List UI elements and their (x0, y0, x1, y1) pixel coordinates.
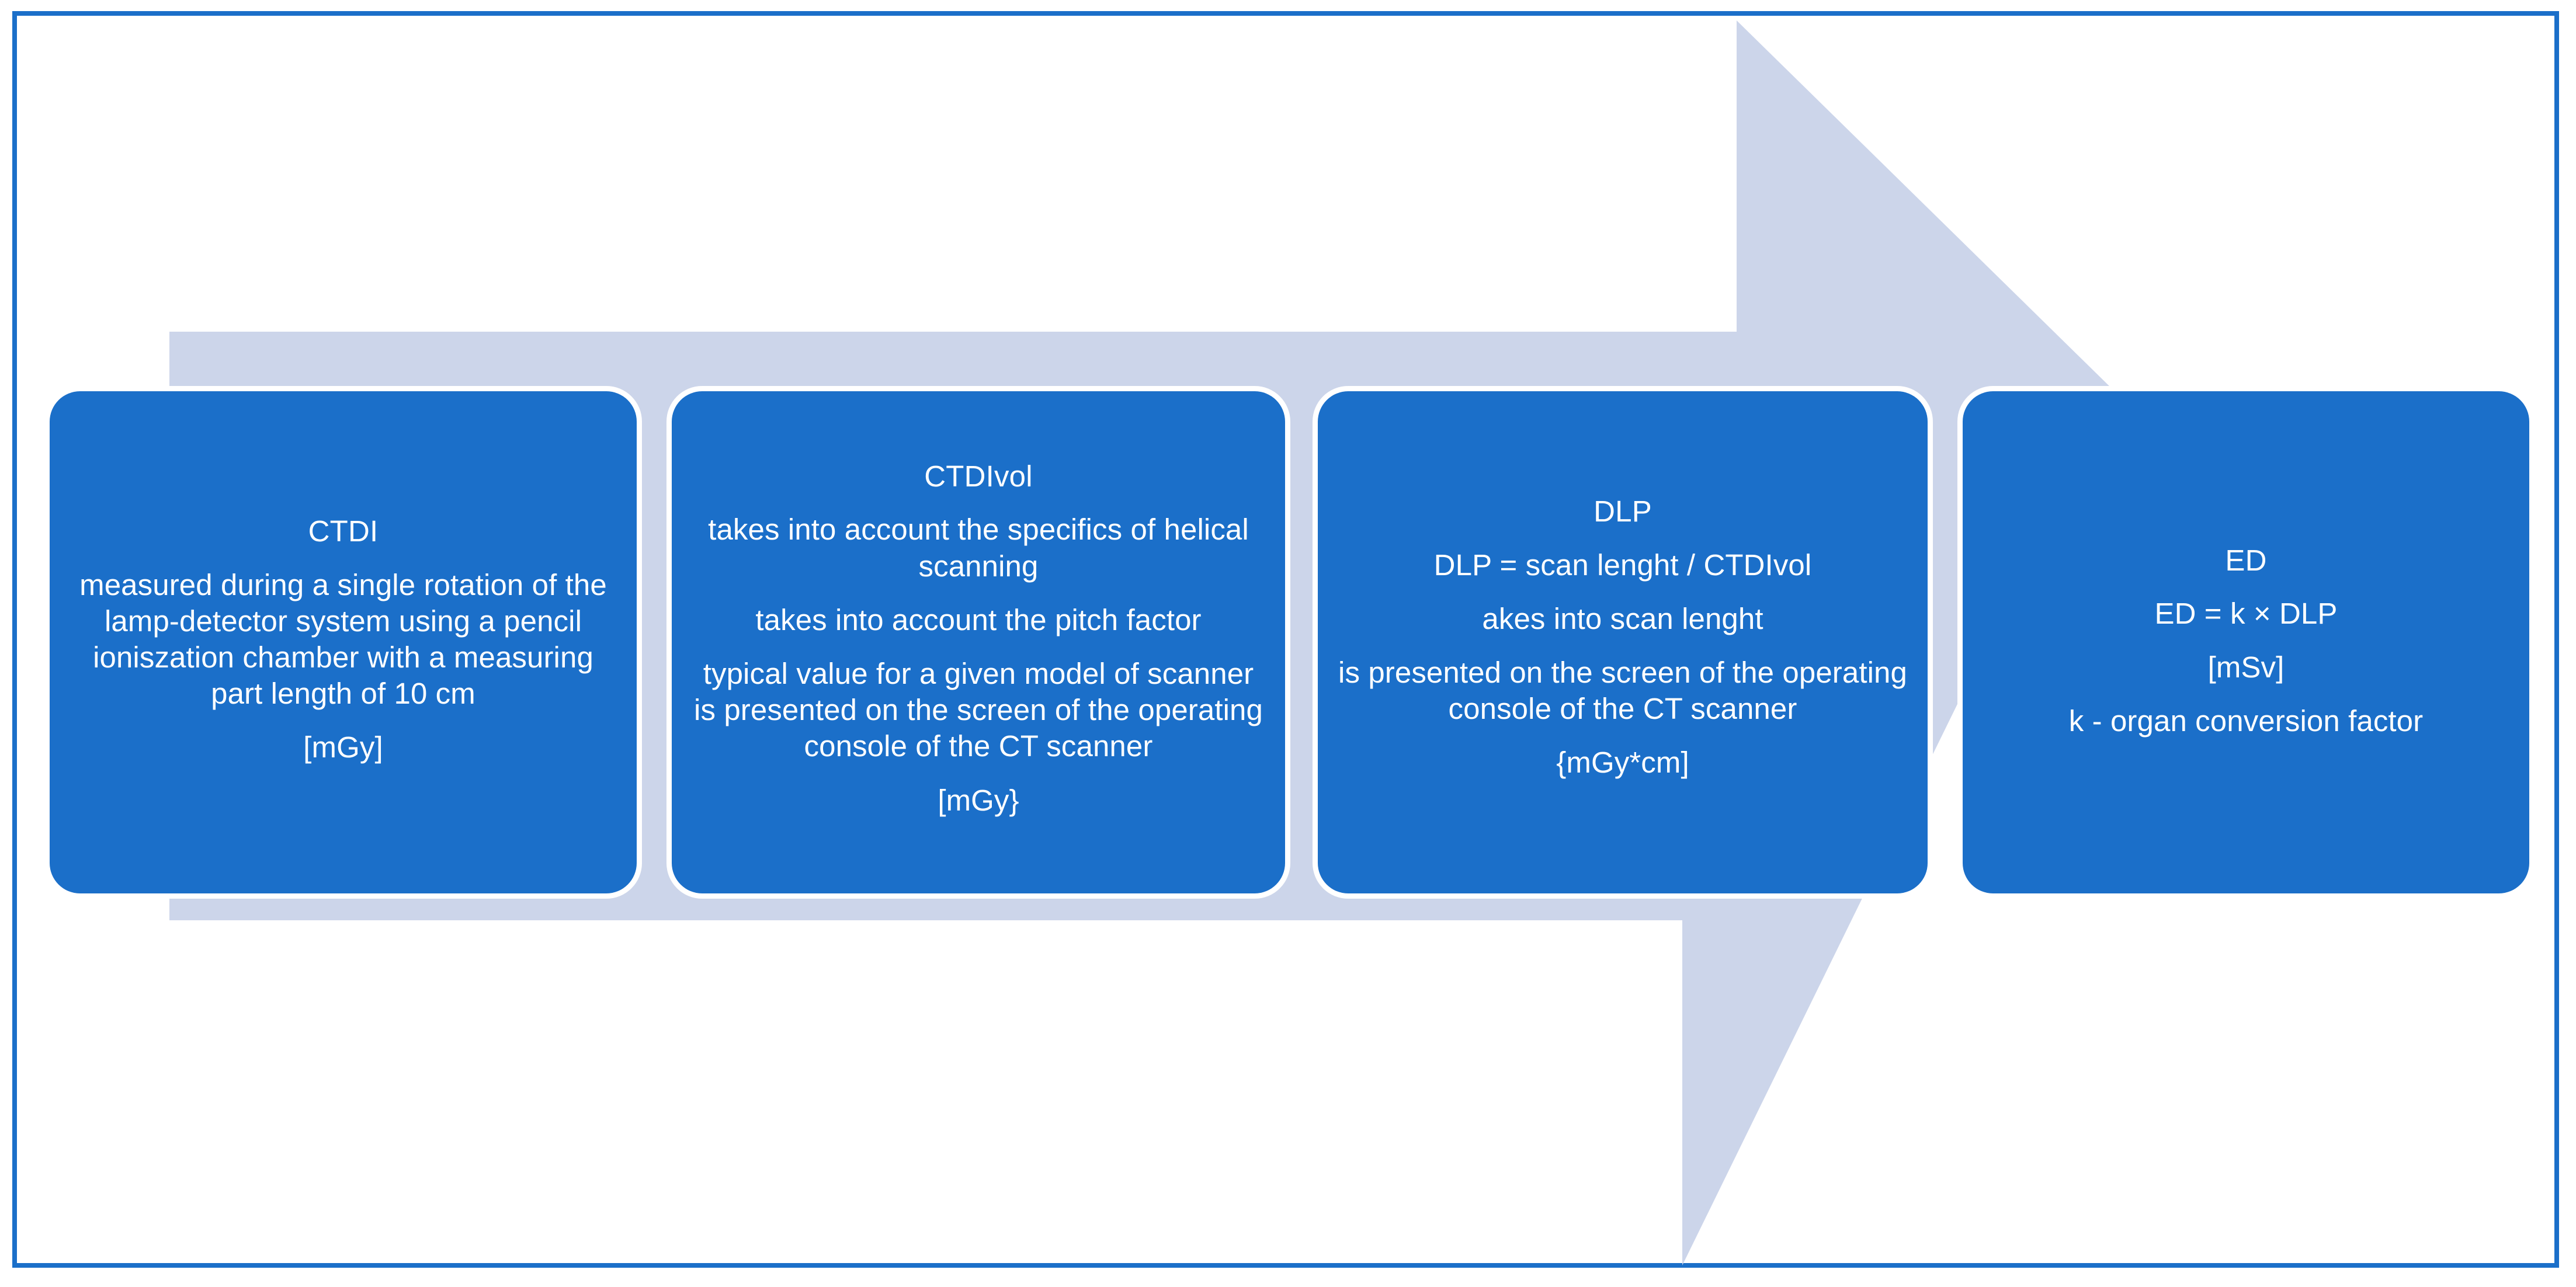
step-line-dlp-scan-lenght: akes into scan lenght (1482, 601, 1763, 635)
step-line-ed-k-definition: k - organ conversion factor (2068, 704, 2424, 738)
step-title-ed: ED (2225, 543, 2267, 577)
step-box-ed-content: ED ED = k × DLP [mSv] k - organ conversi… (1983, 543, 2509, 740)
step-line-dlp-formula: DLP = scan lenght / CTDIvol (1433, 548, 1812, 582)
step-line-ctdivol-helical: takes into account the specifics of heli… (708, 513, 1249, 583)
step-line-ed-unit: [mSv] (2207, 650, 2285, 684)
step-box-dlp[interactable]: DLP DLP = scan lenght / CTDIvol akes int… (1318, 391, 1928, 893)
step-line-ctdi-description: measured during a single rotation of the… (79, 568, 607, 711)
step-line-ctdivol-typical-value: typical value for a given model of scann… (694, 656, 1263, 763)
step-line-dlp-unit: {mGy*cm] (1556, 746, 1689, 780)
step-box-dlp-content: DLP DLP = scan lenght / CTDIvol akes int… (1338, 494, 1908, 781)
step-box-ctdi[interactable]: CTDI measured during a single rotation o… (50, 391, 637, 893)
step-line-ed-formula: ED = k × DLP (2154, 596, 2338, 630)
step-line-ctdi-unit: [mGy] (303, 731, 383, 764)
step-box-ctdivol-content: CTDIvol takes into account the specifics… (692, 459, 1265, 819)
step-box-ed[interactable]: ED ED = k × DLP [mSv] k - organ conversi… (1963, 391, 2529, 893)
outer-frame-border (12, 11, 2559, 1268)
step-title-ctdi: CTDI (308, 514, 379, 548)
step-box-ctdi-content: CTDI measured during a single rotation o… (70, 514, 617, 766)
step-title-ctdivol: CTDIvol (924, 460, 1033, 493)
step-title-dlp: DLP (1593, 495, 1652, 528)
step-line-dlp-console: is presented on the screen of the operat… (1338, 655, 1907, 726)
step-box-ctdivol[interactable]: CTDIvol takes into account the specifics… (672, 391, 1285, 893)
step-line-ctdivol-unit: [mGy} (938, 783, 1019, 817)
step-line-ctdivol-pitch: takes into account the pitch factor (755, 603, 1202, 636)
